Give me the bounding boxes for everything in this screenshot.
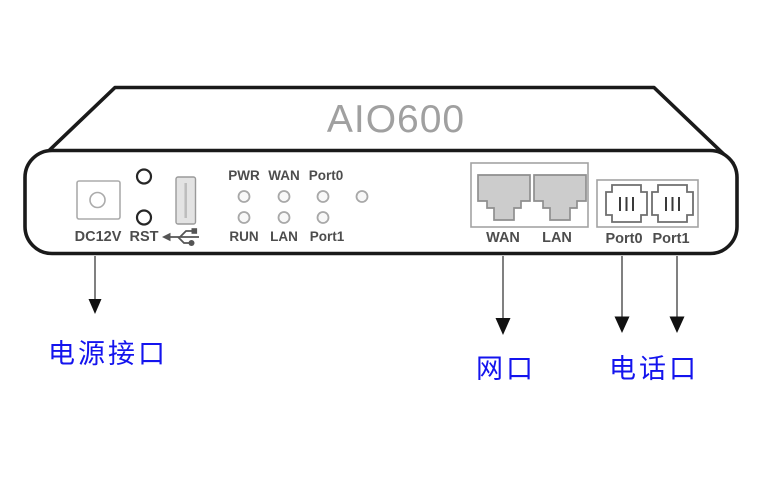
port0-rj11-pins: [619, 197, 634, 211]
callout-arrows: [88, 256, 685, 335]
power-jack: DC12V: [75, 180, 122, 245]
ethernet-port-group: WAN LAN: [470, 162, 589, 246]
wan-port-label: WAN: [486, 230, 520, 246]
device-model-label: AIO600: [327, 98, 465, 141]
reset-button-bottom: [135, 209, 153, 226]
lan-rj45-port: [533, 174, 587, 221]
led-port1: [316, 211, 330, 224]
reset-label: RST: [130, 229, 159, 245]
lan-port-label: LAN: [542, 230, 572, 246]
led-label-port0: Port0: [309, 168, 344, 183]
wan-rj45-port: [477, 174, 531, 221]
reset-button-group: RST: [130, 168, 159, 245]
phone-callout-arrow-left: [614, 256, 630, 333]
phone-port-group: Port0 Port1: [596, 179, 699, 247]
led-lan: [277, 211, 291, 224]
device-top-lid: [34, 85, 735, 165]
led-label-run: RUN: [229, 229, 258, 244]
usb-icon: [162, 228, 199, 246]
led-spare: [355, 190, 369, 203]
led-label-pwr: PWR: [228, 168, 260, 183]
usb-port: [162, 176, 199, 246]
phone-callout-arrow-right: [669, 256, 685, 333]
led-label-port1: Port1: [310, 229, 345, 244]
reset-button-top: [135, 168, 153, 185]
port1-label: Port1: [652, 231, 689, 247]
port0-label: Port0: [605, 231, 642, 247]
network-callout-arrow: [495, 256, 511, 335]
phone-callout-label: 电话口: [609, 354, 699, 384]
port1-rj11-pins: [665, 197, 680, 211]
power-jack-label: DC12V: [75, 229, 122, 245]
led-label-wan: WAN: [268, 168, 300, 183]
power-callout-label: 电源接口: [48, 339, 168, 369]
led-indicator-block: PWR WAN Port0 RUN LAN Port1: [228, 168, 369, 244]
led-wan: [277, 190, 291, 203]
power-callout-arrow: [88, 256, 102, 314]
led-label-lan: LAN: [270, 229, 298, 244]
network-callout-label: 网口: [476, 354, 536, 384]
led-pwr: [237, 190, 251, 203]
led-port0: [316, 190, 330, 203]
power-jack-pin-hole: [89, 191, 106, 209]
led-run: [237, 211, 251, 224]
